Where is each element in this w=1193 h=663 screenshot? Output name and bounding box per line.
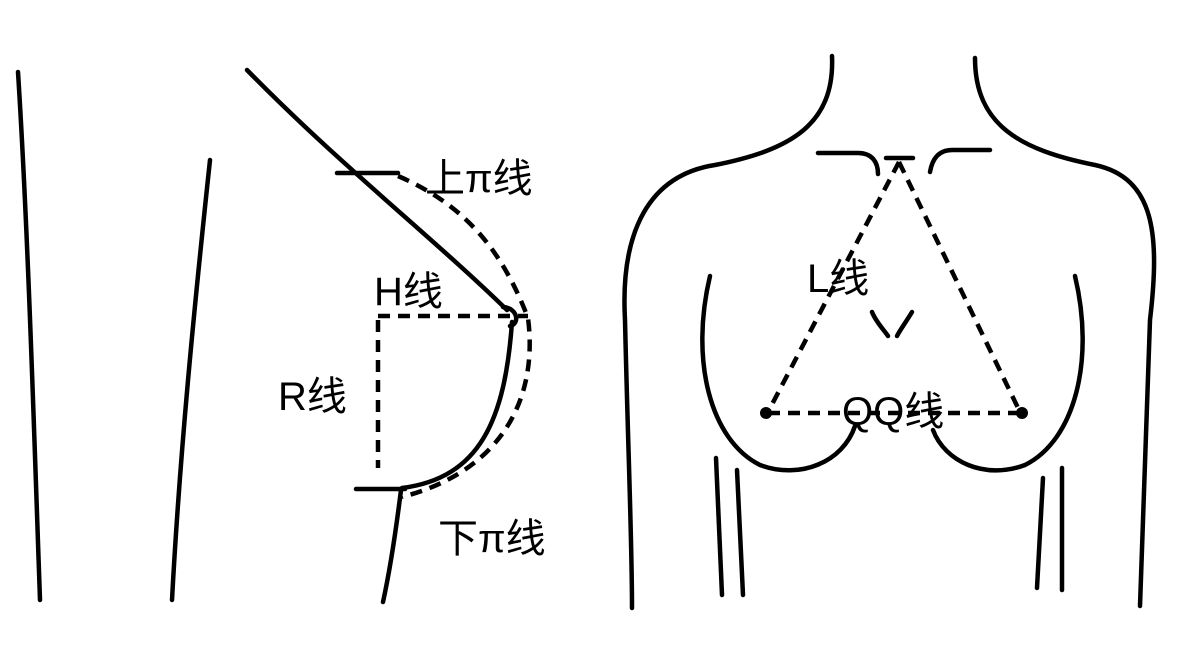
left-collarbone [815,150,881,177]
l-line-right-dashed [896,161,1023,413]
qq-line-label: QQ线 [842,390,944,434]
upper-pi-label: 上π线 [425,157,533,201]
outer-breast-dashed-curve [397,173,532,500]
cleavage-left-curve [869,309,891,339]
right-collarbone [927,147,993,175]
r-line-label: R线 [278,375,347,419]
left-arm-line-2 [734,467,746,598]
side-view: 上π线 H线 R线 下π线 [15,67,546,605]
cleavage-right-curve [894,309,915,339]
nipple [500,304,519,329]
l-line-label: L线 [807,257,869,301]
back-outline [15,69,43,603]
chest-upper-line [244,67,510,313]
left-breast-outline [700,273,858,473]
left-nipple-point [760,407,772,419]
left-shoulder-outline [622,53,835,611]
l-line-left-dashed [766,160,901,414]
left-arm-line-1 [713,455,725,598]
right-arm-line-1 [1034,475,1046,591]
right-shoulder-outline [972,55,1157,609]
right-breast-outline [930,273,1085,473]
front-view: L线 QQ线 [622,53,1157,611]
torso-below-line [380,487,404,605]
breast-lower-contour [399,319,515,491]
right-nipple-point [1016,407,1028,419]
arm-outline [169,157,213,603]
h-line-label: H线 [374,270,443,314]
lower-pi-label: 下π线 [438,517,546,561]
